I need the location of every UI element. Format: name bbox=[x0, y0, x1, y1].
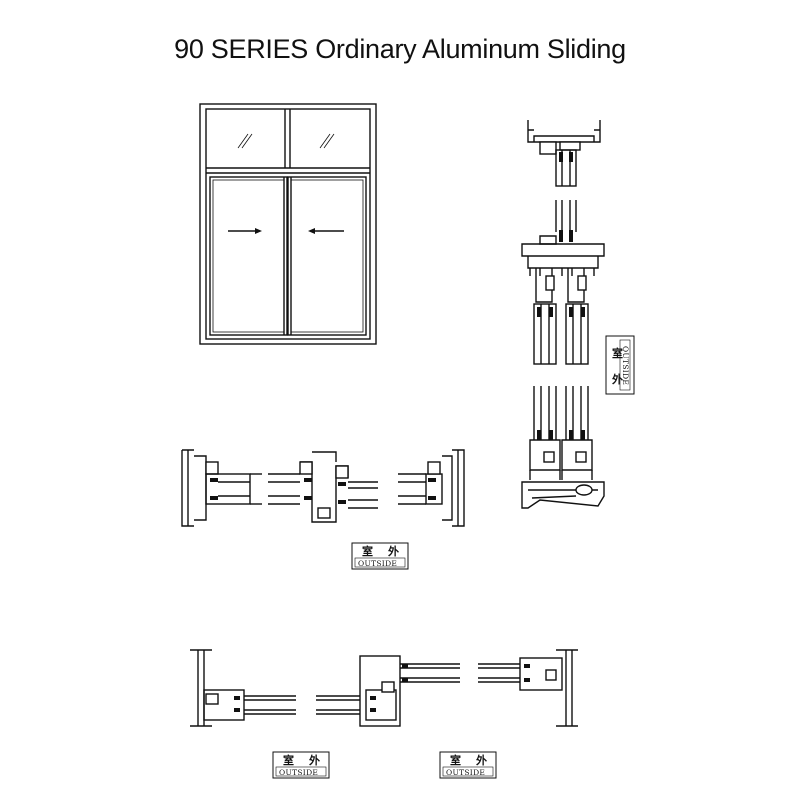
vertical-section: 室 外 OUTSIDE bbox=[521, 120, 635, 509]
label-en-text: OUTSIDE bbox=[358, 559, 397, 568]
outside-label-middle: 室 外 OUTSIDE bbox=[351, 542, 409, 570]
label-zh-char-2: 外 bbox=[308, 753, 320, 767]
outside-label-bottom-right: 室 外 OUTSIDE bbox=[439, 751, 497, 779]
label-en-text: OUTSIDE bbox=[279, 768, 318, 777]
outside-label-bottom-left: 室 外 OUTSIDE bbox=[272, 751, 330, 779]
arrow-left-icon bbox=[308, 228, 344, 234]
outside-label-vertical: 室 外 OUTSIDE bbox=[605, 335, 635, 395]
label-zh-char-2: 外 bbox=[387, 544, 399, 558]
label-zh-char-1: 室 bbox=[283, 753, 294, 767]
label-en-text: OUTSIDE bbox=[621, 346, 630, 385]
page-title: 90 SERIES Ordinary Aluminum Sliding bbox=[174, 34, 626, 64]
glass-hatch-icon bbox=[237, 133, 335, 149]
label-zh-char-1: 室 bbox=[362, 544, 373, 558]
label-en-text: OUTSIDE bbox=[446, 768, 485, 777]
horizontal-section-fixed: 室 外 OUTSIDE 室 外 OUTSIDE bbox=[190, 649, 578, 779]
label-zh-char-1: 室 bbox=[450, 753, 461, 767]
label-zh-char-1: 室 bbox=[612, 346, 623, 360]
label-zh-char-2: 外 bbox=[475, 753, 487, 767]
label-zh-char-2: 外 bbox=[611, 372, 623, 386]
window-elevation bbox=[199, 103, 377, 345]
horizontal-section-sliding: 室 外 OUTSIDE bbox=[181, 449, 465, 570]
arrow-right-icon bbox=[228, 228, 262, 234]
